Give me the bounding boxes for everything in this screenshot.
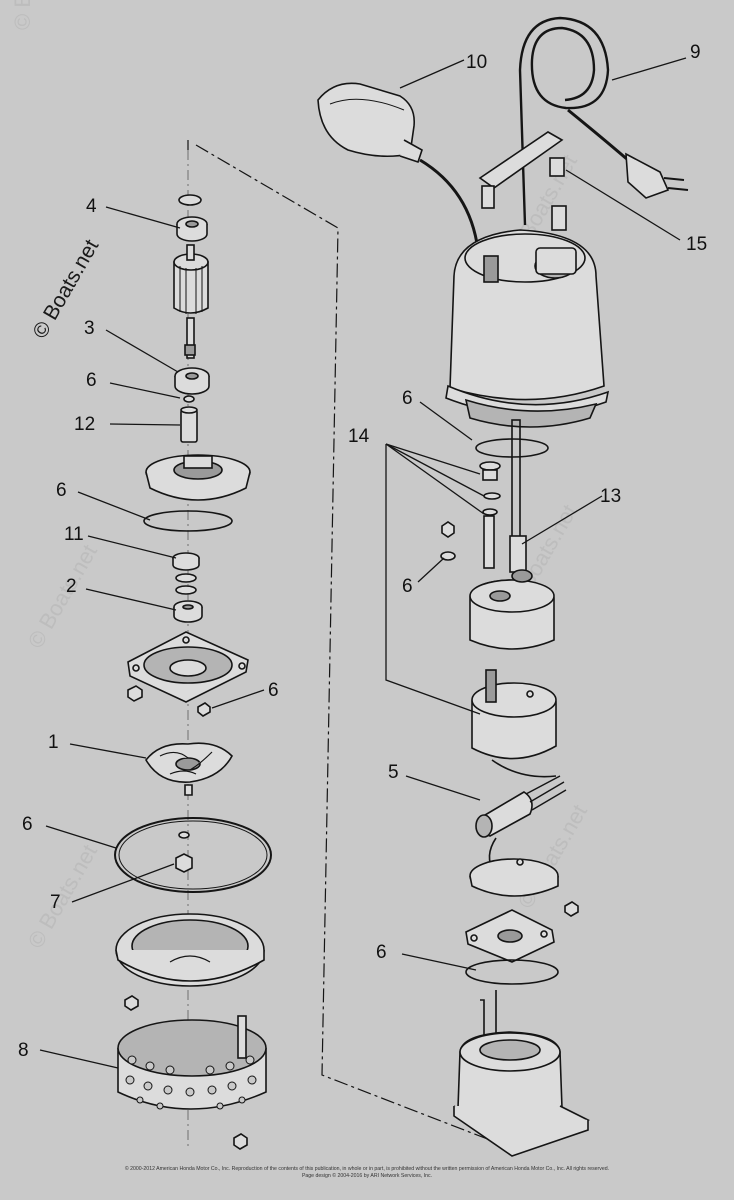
part-14-shaft-parts bbox=[479, 419, 527, 573]
callout-1: 1 bbox=[48, 732, 59, 753]
switch-housing bbox=[469, 858, 559, 897]
callout-8: 8 bbox=[18, 1040, 29, 1061]
part-6-o-ring bbox=[143, 510, 233, 532]
callout-6: 6 bbox=[86, 370, 97, 391]
part-9-power-cord bbox=[518, 16, 689, 226]
callout-6: 6 bbox=[268, 680, 279, 701]
callout-9: 9 bbox=[690, 42, 701, 63]
screw bbox=[233, 1133, 248, 1150]
watermark-faded: © Boats.net bbox=[23, 840, 102, 952]
callout-6: 6 bbox=[402, 388, 413, 409]
rotor bbox=[173, 244, 209, 359]
screw bbox=[124, 995, 139, 1011]
pump-housing-plate bbox=[127, 631, 249, 703]
callout-15: 15 bbox=[686, 234, 707, 255]
callout-7: 7 bbox=[50, 892, 61, 913]
part-15-cable-clamp bbox=[478, 131, 567, 231]
part-2-seal bbox=[173, 600, 203, 623]
stator bbox=[469, 569, 555, 650]
callout-11: 11 bbox=[64, 524, 84, 545]
part-1-impeller bbox=[145, 742, 233, 796]
motor-housing bbox=[445, 229, 610, 428]
part-7-nut bbox=[175, 853, 193, 873]
callout-6: 6 bbox=[376, 942, 387, 963]
callout-14: 14 bbox=[348, 426, 370, 447]
callout-4: 4 bbox=[86, 196, 97, 217]
bearing-cover bbox=[145, 454, 251, 501]
right-column-parts bbox=[317, 16, 689, 1157]
callout-10: 10 bbox=[466, 52, 487, 73]
watermark-faded: © Boats.net bbox=[23, 540, 102, 652]
screw bbox=[127, 685, 143, 702]
part-8-strainer bbox=[117, 1015, 267, 1110]
copyright-footer: © 2000-2012 American Honda Motor Co., In… bbox=[60, 1166, 674, 1180]
part-11-seal bbox=[172, 552, 200, 595]
motor-can bbox=[453, 990, 591, 1157]
callout-6: 6 bbox=[402, 576, 413, 597]
callout-13: 13 bbox=[600, 486, 621, 507]
callout-6: 6 bbox=[56, 480, 67, 501]
part-5-capacitor bbox=[475, 775, 567, 873]
part-10-float-switch bbox=[317, 82, 480, 251]
callout-numbers: 4 3 6 12 6 11 2 6 1 6 7 8 9 10 15 6 14 1… bbox=[18, 42, 707, 1061]
screw bbox=[564, 901, 579, 917]
part-4-bearing bbox=[176, 216, 208, 242]
rotor-end bbox=[471, 669, 557, 778]
lower-housing-bowl bbox=[115, 913, 265, 987]
watermark-faded: © Boats.net bbox=[10, 0, 35, 30]
screw bbox=[197, 702, 211, 717]
part-6-lower-o-ring bbox=[465, 959, 559, 985]
callout-2: 2 bbox=[66, 576, 77, 597]
callout-6: 6 bbox=[22, 814, 33, 835]
leader-lines bbox=[39, 57, 687, 1069]
callout-5: 5 bbox=[388, 762, 399, 783]
part-6-large-o-ring bbox=[114, 817, 272, 893]
assembly-centerline bbox=[187, 140, 491, 1141]
copyright-line: © 2000-2012 American Honda Motor Co., In… bbox=[124, 1166, 610, 1172]
base-plate bbox=[465, 909, 555, 963]
part-12-sleeve bbox=[180, 406, 198, 443]
part-3-bearing bbox=[174, 367, 210, 395]
part-6-small-ring bbox=[183, 395, 195, 403]
screw bbox=[441, 521, 455, 538]
float-cable bbox=[419, 158, 480, 251]
left-column-parts bbox=[114, 194, 272, 1150]
part-6-washer bbox=[440, 551, 456, 561]
callout-12: 12 bbox=[74, 414, 95, 435]
callout-3: 3 bbox=[84, 318, 95, 339]
page-design-line: Page design © 2004-2016 by ARI Network S… bbox=[301, 1173, 433, 1179]
top-o-ring bbox=[178, 194, 202, 206]
